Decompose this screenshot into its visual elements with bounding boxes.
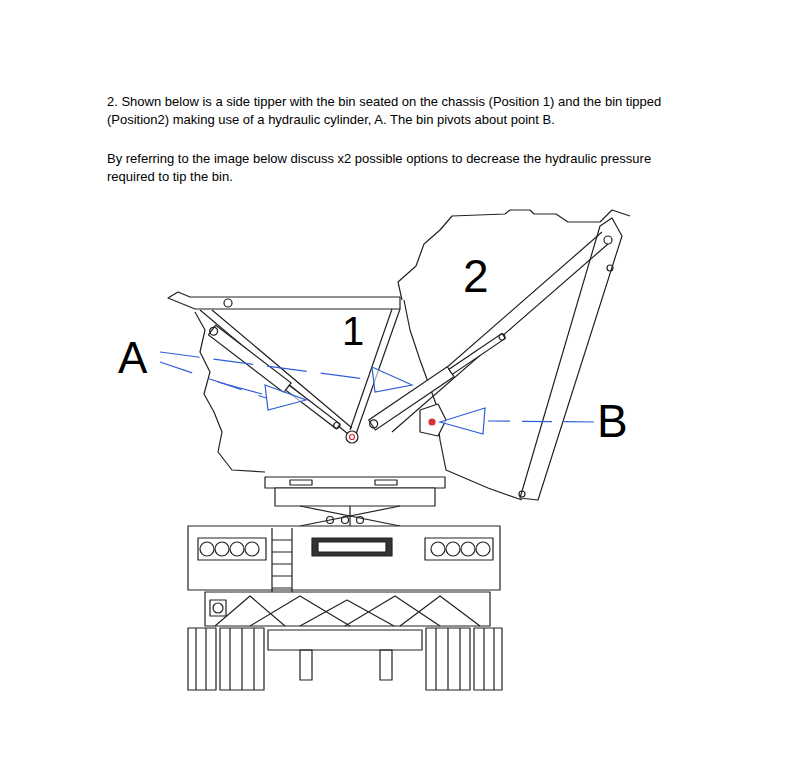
label-holder: 2 bbox=[461, 253, 491, 299]
question-text: By referring to the image below discuss … bbox=[107, 150, 692, 186]
question-text: 2. Shown below is a side tipper with the… bbox=[107, 93, 692, 129]
label-holder: 1 bbox=[340, 311, 366, 351]
part-letter: B bbox=[595, 398, 630, 444]
position-number: 1 bbox=[340, 311, 366, 351]
part-letter: A bbox=[116, 336, 149, 380]
label-holder: 2. Shown below is a side tipper with the… bbox=[107, 93, 692, 129]
label-holder: A bbox=[116, 336, 149, 380]
bin-position-two bbox=[367, 210, 630, 500]
bin-position-one bbox=[168, 292, 400, 472]
label-holder: B bbox=[595, 398, 630, 444]
leader-lines bbox=[160, 352, 594, 434]
label-holder: By referring to the image below discuss … bbox=[107, 150, 692, 186]
position-number: 2 bbox=[461, 253, 491, 299]
truck-rear bbox=[188, 477, 502, 690]
